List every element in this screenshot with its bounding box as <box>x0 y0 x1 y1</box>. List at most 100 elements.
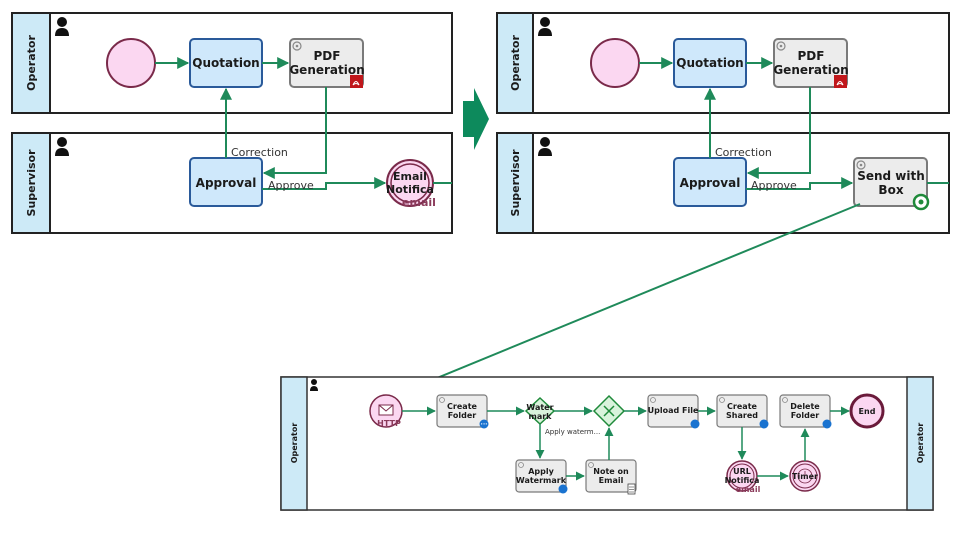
lane-header-right <box>906 376 934 511</box>
task-label: Quotation <box>192 56 259 70</box>
lane-title: Operator <box>509 35 522 91</box>
create-shared-task[interactable]: Create Shared <box>716 394 769 429</box>
start-event[interactable] <box>590 38 640 88</box>
right-sequence-flows <box>639 57 949 190</box>
task-label-line1: Delete <box>790 402 820 411</box>
task-label-line2: Box <box>878 183 903 197</box>
subprocess-marker-icon <box>912 193 930 211</box>
task-label-line1: Create <box>727 402 757 411</box>
task-label-line1: PDF <box>314 49 341 63</box>
subprocess-link-arrow <box>401 203 861 394</box>
url-notification-event[interactable]: URL Notifica email <box>725 460 761 494</box>
pdf-generation-task[interactable]: PDF Generation <box>773 38 849 88</box>
sub-sequence-flows <box>402 406 850 481</box>
transition-arrow <box>463 88 489 150</box>
task-label-line1: Create <box>447 402 477 411</box>
gear-icon <box>776 41 786 51</box>
gateway-label-line1: Water <box>526 403 553 412</box>
sub-diagram: Operator Operator HTTP Create Folder •••… <box>280 376 934 511</box>
task-label-line2: Folder <box>791 411 820 420</box>
flow-approve <box>262 177 387 190</box>
quotation-task[interactable]: Quotation <box>673 38 747 88</box>
clock-icon <box>797 468 813 484</box>
delete-folder-task[interactable]: Delete Folder <box>779 394 832 429</box>
flow-label-approve: Approve <box>268 179 314 192</box>
event-label-line1: URL <box>733 467 751 476</box>
task-label: Approval <box>680 176 741 190</box>
event-label: Timer <box>792 472 818 481</box>
start-event[interactable] <box>106 38 156 88</box>
box-badge-icon <box>558 484 568 494</box>
user-icon <box>310 379 318 391</box>
gear-icon <box>588 462 594 468</box>
event-label-line2: Notifica <box>725 476 760 485</box>
quotation-task[interactable]: Quotation <box>189 38 263 88</box>
lane-title: Supervisor <box>25 149 38 217</box>
gear-icon <box>518 462 524 468</box>
email-notification-event[interactable]: Email Notifica email <box>386 159 436 209</box>
box-badge-icon <box>690 419 700 429</box>
approval-task[interactable]: Approval <box>673 157 747 207</box>
envelope-icon <box>378 404 394 416</box>
box-badge-icon <box>759 419 769 429</box>
lane-header <box>496 12 534 114</box>
event-label: HTTP <box>377 419 401 428</box>
left-lane-operator: Operator <box>11 12 453 114</box>
task-label: Upload File <box>648 406 699 415</box>
upload-file-task[interactable]: Upload File <box>647 394 700 429</box>
right-diagram: Operator Supervisor Quotation <box>496 12 950 234</box>
task-label-line2: Generation <box>289 63 364 77</box>
gear-icon <box>292 41 302 51</box>
task-label-line2: Email <box>599 476 624 485</box>
user-icon <box>55 137 69 156</box>
task-label-line1: Apply <box>528 467 554 476</box>
box-badge-icon <box>479 419 489 429</box>
task-label-line2: Folder <box>448 411 477 420</box>
task-label: Quotation <box>676 56 743 70</box>
gateway-label-line2: mark <box>529 412 553 421</box>
task-label: Approval <box>196 176 257 190</box>
calculator-icon <box>627 483 636 495</box>
flow-label-correction: Correction <box>231 146 288 159</box>
flow-label-approve: Approve <box>751 179 797 192</box>
lane-title: Operator <box>25 35 38 91</box>
gear-icon <box>782 397 788 403</box>
end-event[interactable]: End <box>849 393 885 429</box>
event-label-line2: Notifica <box>386 183 434 196</box>
task-label-line1: PDF <box>798 49 825 63</box>
task-label-line2: Watermark <box>516 476 567 485</box>
send-with-box-task[interactable]: Send with Box <box>853 157 930 211</box>
lane-header <box>496 132 534 234</box>
pdf-generation-task[interactable]: PDF Generation <box>289 38 365 88</box>
close-icon <box>603 405 615 417</box>
gear-icon <box>719 397 725 403</box>
flow-label-apply-watermark: Apply waterm... <box>545 428 600 436</box>
lane-title: Operator <box>290 423 299 464</box>
flow-approve <box>746 177 854 190</box>
gear-icon <box>650 397 656 403</box>
lane-header <box>11 132 51 234</box>
timer-event[interactable]: Timer <box>789 460 821 492</box>
gear-icon <box>856 160 866 170</box>
lane-header <box>280 376 308 511</box>
approval-task[interactable]: Approval <box>189 157 263 207</box>
lane-title: Supervisor <box>509 149 522 217</box>
lane-title-right: Operator <box>916 423 925 464</box>
note-on-email-task[interactable]: Note on Email <box>585 459 637 495</box>
box-badge-icon <box>822 419 832 429</box>
event-label-line1: Email <box>393 170 427 183</box>
apply-watermark-task[interactable]: Apply Watermark <box>515 459 568 494</box>
event-label: End <box>859 407 876 416</box>
gear-icon <box>439 397 445 403</box>
exclusive-gateway[interactable] <box>592 394 626 428</box>
task-label-line2: Shared <box>726 411 758 420</box>
create-folder-task[interactable]: Create Folder ••• <box>436 394 489 429</box>
left-diagram: Operator Supervisor Quotation <box>11 12 453 234</box>
http-start-event[interactable]: HTTP <box>369 394 403 428</box>
left-sequence-flows <box>155 57 452 190</box>
right-lane-operator: Operator <box>496 12 950 114</box>
user-icon <box>538 137 552 156</box>
task-label-line2: Generation <box>773 63 848 77</box>
task-label-line1: Note on <box>593 467 629 476</box>
